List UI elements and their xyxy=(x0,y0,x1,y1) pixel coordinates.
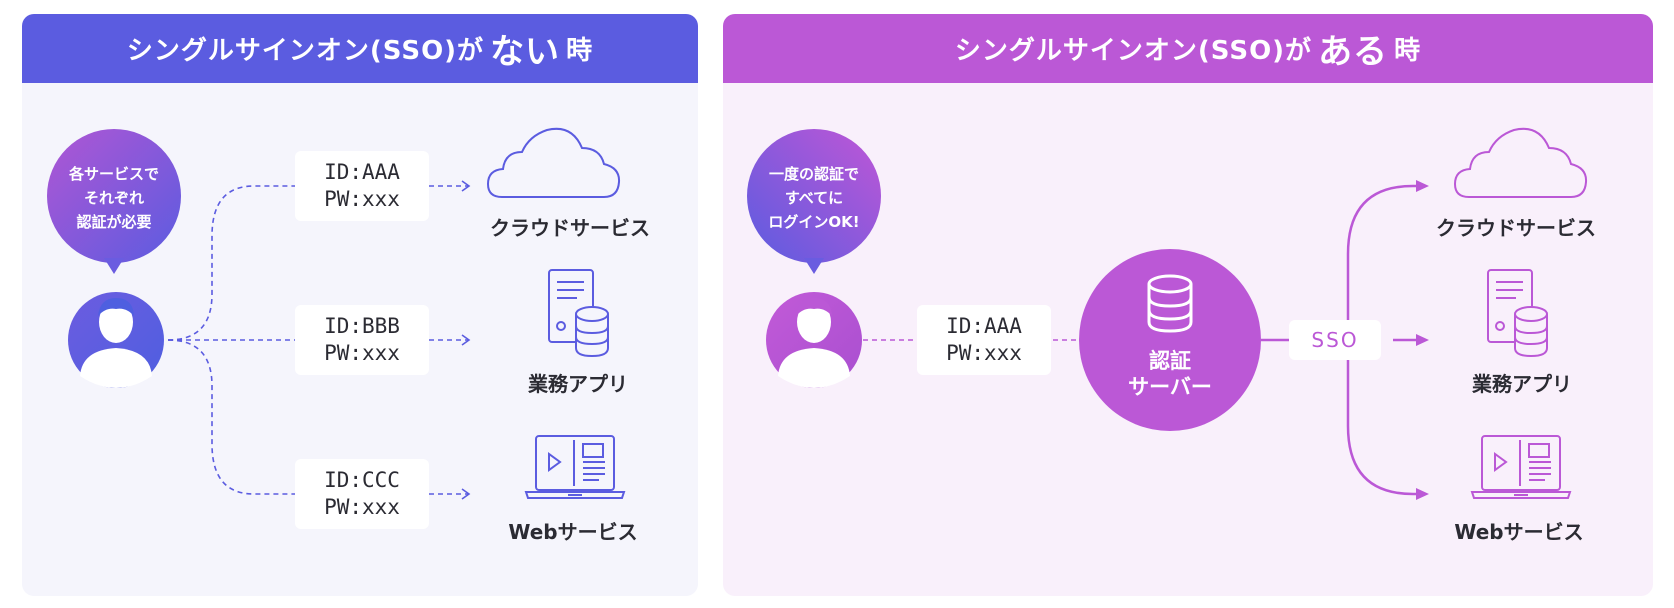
cloud-icon xyxy=(1453,127,1588,198)
server-line: サーバー xyxy=(1128,375,1212,399)
bubble-line: 各サービスで xyxy=(68,165,159,183)
server-database-icon xyxy=(1487,269,1548,358)
credential-box: ID:AAA PW:xxx xyxy=(295,151,429,221)
no-sso-panel: シングルサインオン(SSO)がない時 xyxy=(22,14,698,596)
credential-pw: PW:xxx xyxy=(324,341,400,365)
database-icon xyxy=(1147,274,1193,333)
auth-server xyxy=(1079,249,1261,431)
bubble-text: 各サービスで それぞれ 認証が必要 xyxy=(49,162,179,234)
credential-id: ID:AAA xyxy=(324,160,400,184)
credential-id: ID:BBB xyxy=(324,314,400,338)
no-sso-diagram xyxy=(47,127,626,500)
laptop-icon xyxy=(524,435,626,499)
dashed-connectors xyxy=(167,185,468,495)
credential-box: ID:CCC PW:xxx xyxy=(295,459,429,529)
speech-bubble xyxy=(747,129,881,274)
user-avatar xyxy=(68,292,164,388)
cloud-icon xyxy=(486,127,621,198)
sso-panel-title: シングルサインオン(SSO)がある時 xyxy=(723,14,1653,83)
credential-pw: PW:xxx xyxy=(324,187,400,211)
laptop-icon xyxy=(1470,435,1572,499)
user-avatar xyxy=(766,292,862,388)
auth-server-label: 認証 サーバー xyxy=(1095,348,1245,400)
server-database-icon xyxy=(548,269,609,358)
credential-id: ID:CCC xyxy=(324,468,400,492)
server-line: 認証 xyxy=(1149,349,1191,373)
bubble-line: ログインOK! xyxy=(768,213,860,231)
title-suffix: 時 xyxy=(566,36,594,66)
service-label-business-app: 業務アプリ xyxy=(528,372,628,396)
bubble-line: それぞれ xyxy=(83,189,144,207)
service-label-cloud: クラウドサービス xyxy=(490,216,650,240)
bubble-text: 一度の認証で すべてに ログインOK! xyxy=(749,162,879,234)
service-label-business-app: 業務アプリ xyxy=(1472,372,1572,396)
title-prefix: シングルサインオン(SSO)が xyxy=(126,36,485,66)
bubble-line: すべてに xyxy=(784,189,844,207)
title-emphasis: ない xyxy=(490,32,561,72)
arrowheads xyxy=(1416,180,1429,500)
service-label-cloud: クラウドサービス xyxy=(1436,216,1596,240)
sso-diagram xyxy=(747,127,1588,500)
no-sso-panel-title: シングルサインオン(SSO)がない時 xyxy=(22,14,698,83)
bubble-line: 一度の認証で xyxy=(768,165,859,183)
speech-bubble xyxy=(47,129,181,274)
credential-pw: PW:xxx xyxy=(324,495,400,519)
title-emphasis: ある xyxy=(1318,32,1389,72)
credential-box: ID:AAA PW:xxx xyxy=(917,305,1051,375)
credential-pw: PW:xxx xyxy=(946,341,1022,365)
sso-panel: シングルサインオン(SSO)がある時 xyxy=(723,14,1653,596)
credential-box: ID:BBB PW:xxx xyxy=(295,305,429,375)
arrowheads xyxy=(461,180,471,500)
credential-id: ID:AAA xyxy=(946,314,1022,338)
title-suffix: 時 xyxy=(1394,36,1422,66)
service-label-web: Webサービス xyxy=(508,520,638,544)
bubble-line: 認証が必要 xyxy=(76,213,152,231)
service-label-web: Webサービス xyxy=(1454,520,1584,544)
sso-badge: SSO xyxy=(1289,320,1381,360)
title-prefix: シングルサインオン(SSO)が xyxy=(954,36,1313,66)
